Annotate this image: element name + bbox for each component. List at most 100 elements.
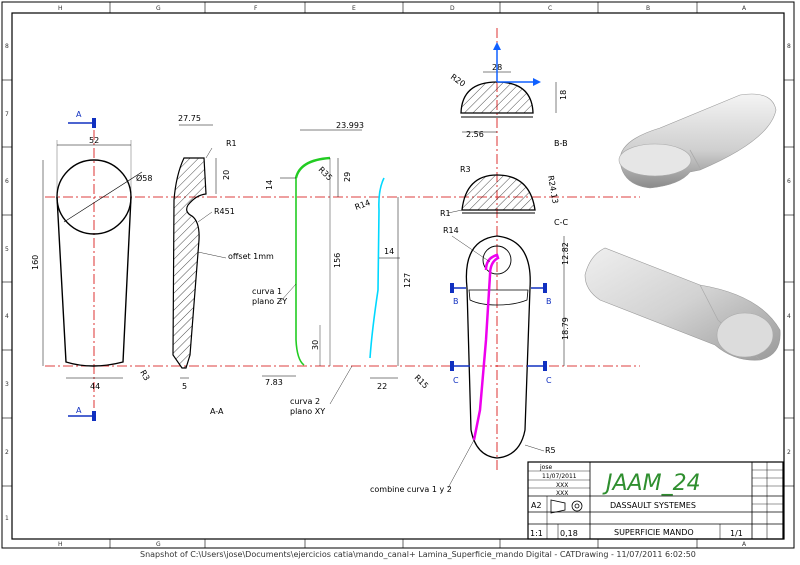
zone-col-g: G	[156, 5, 161, 12]
curva1-line1: curva 1	[252, 287, 282, 296]
dim-r24-13: R24.13	[546, 175, 560, 205]
zone-row-7: 7	[5, 111, 9, 118]
view-a-outline	[56, 196, 132, 367]
dim-52: 52	[89, 136, 99, 145]
view-bb: 28 R20 18 2.56 B-B	[449, 42, 568, 148]
combined-curve	[472, 253, 500, 441]
dim-front-r5: R5	[545, 446, 556, 455]
projection-symbol-icon	[550, 499, 583, 514]
dim-aa-20: 20	[222, 170, 231, 180]
dim-30: 30	[311, 340, 320, 350]
dim-18-79: 18.79	[561, 317, 570, 340]
render-3d-bottom	[584, 247, 781, 361]
zone-col-g-bottom: G	[156, 541, 161, 548]
zone-col-b: B	[646, 5, 650, 12]
dim-14-a: 14	[265, 180, 274, 190]
dim-27-75: 27.75	[178, 114, 201, 123]
dim-44: 44	[90, 382, 100, 391]
tb-company: DASSAULT SYSTEMES	[610, 501, 696, 510]
zone-col-f: F	[254, 5, 258, 12]
section-bb-profile	[460, 81, 534, 114]
tb-drawn-by: jose	[539, 464, 552, 471]
dim-aa-5: 5	[182, 382, 187, 391]
view-front: R14 12.82 18.79 R5 B B C C combine curva…	[370, 226, 570, 494]
tb-logo-text: JAAM_24	[602, 471, 701, 496]
zone-col-h-bottom: H	[58, 541, 63, 548]
tb-size: A2	[531, 501, 542, 510]
render-3d-top	[618, 93, 777, 189]
dim-18: 18	[559, 90, 568, 100]
section-b-left: B	[453, 297, 459, 306]
dim-front-r14: R14	[443, 226, 459, 235]
section-c-left: C	[453, 376, 459, 385]
zone-col-d: D	[450, 5, 455, 12]
zone-row-4: 4	[5, 313, 9, 320]
label-combine: combine curva 1 y 2	[370, 485, 452, 494]
dim-diameter-58: Ø58	[136, 173, 152, 183]
zone-row-2: 2	[5, 449, 9, 456]
view-a: 52 Ø58 160 44 R3 A A	[31, 110, 152, 421]
dim-127: 127	[403, 273, 412, 288]
tb-sheet: 1/1	[730, 529, 743, 538]
zone-col-a: A	[742, 5, 747, 12]
section-a-bottom: A	[76, 406, 82, 415]
zone-row-6: 6	[5, 178, 9, 185]
zone-row-8: 8	[5, 43, 9, 50]
snapshot-caption: Snapshot of C:\Users\jose\Documents\ejer…	[140, 550, 696, 559]
zone-row-1: 1	[5, 515, 9, 522]
zone-row-6-right: 6	[787, 178, 791, 185]
view-cc-title: C-C	[554, 218, 568, 227]
dim-r3: R3	[138, 369, 151, 383]
dim-23-993: 23.993	[336, 121, 364, 130]
dim-2-56: 2.56	[466, 130, 484, 139]
zone-ticks	[2, 2, 794, 548]
view-aa-title: A-A	[210, 407, 224, 416]
zone-row-3: 3	[5, 381, 9, 388]
label-offset: offset 1mm	[228, 252, 274, 261]
front-hole	[482, 245, 512, 275]
dim-r451: R451	[214, 207, 235, 216]
dim-cc-r1: R1	[440, 209, 451, 218]
curva2-line2: plano XY	[290, 407, 325, 416]
dim-r35: R35	[317, 165, 335, 183]
dim-12-82: 12.82	[561, 242, 570, 265]
dim-29: 29	[343, 172, 352, 182]
zone-col-e: E	[352, 5, 356, 12]
tb-weight: 0,18	[560, 529, 578, 538]
view-cc: R3 R1 R24.13 C-C	[440, 165, 568, 227]
dim-156: 156	[333, 253, 342, 268]
title-block	[527, 461, 784, 540]
section-aa-profile	[172, 157, 207, 369]
tb-checked: XXX	[556, 482, 568, 489]
section-cc-profile	[461, 174, 536, 211]
section-c-right: C	[546, 376, 552, 385]
section-b-right: B	[546, 297, 552, 306]
tb-scale: 1:1	[530, 529, 543, 538]
dim-r14: R14	[354, 198, 372, 212]
view-bb-title: B-B	[554, 139, 568, 148]
zone-row-2-right: 2	[787, 449, 791, 456]
zone-col-c: C	[548, 5, 552, 12]
curve-1	[295, 178, 305, 366]
dim-r15: R15	[413, 373, 431, 391]
zone-col-a-bottom: A	[742, 541, 747, 548]
view-aa: 27.75 R1 20 R451 offset 1mm 5 A-A	[172, 114, 274, 416]
curva2-line1: curva 2	[290, 397, 320, 406]
center-lines	[45, 28, 640, 470]
dim-22: 22	[377, 382, 387, 391]
curve-2	[369, 177, 385, 359]
tb-drawing-title: SUPERFICIE MANDO	[614, 528, 694, 537]
tb-approved: XXX	[556, 490, 568, 497]
dim-r20: R20	[449, 72, 467, 88]
dim-7-83: 7.83	[265, 378, 283, 387]
section-a-top: A	[76, 110, 82, 119]
inner-frame	[11, 12, 785, 540]
zone-row-5: 5	[5, 246, 9, 253]
curva1-line2: plano ZY	[252, 297, 287, 306]
dim-14-b: 14	[384, 247, 394, 256]
zone-col-h: H	[58, 5, 63, 12]
dim-160: 160	[31, 255, 40, 270]
zone-row-8-right: 8	[787, 43, 791, 50]
